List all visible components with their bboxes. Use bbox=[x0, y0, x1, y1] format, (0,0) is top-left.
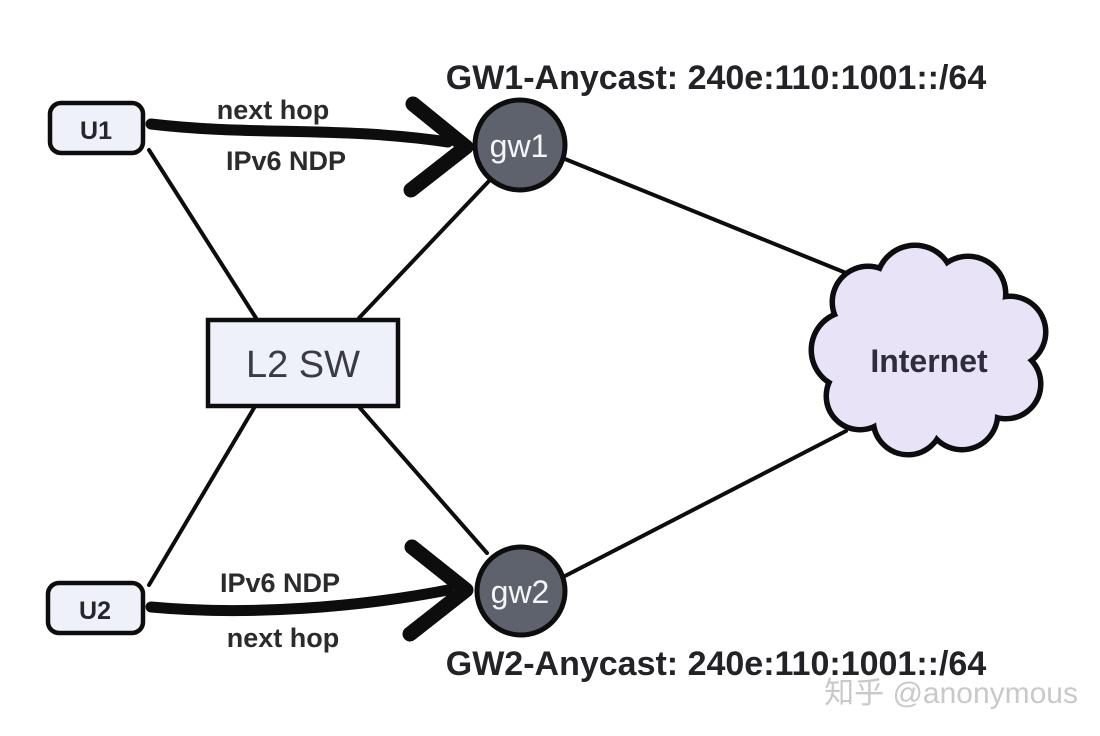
gw2-node bbox=[474, 544, 568, 638]
u2-label: U2 bbox=[79, 597, 111, 625]
l2sw-node bbox=[205, 317, 401, 409]
watermark: 知乎 @anonymous bbox=[824, 677, 1078, 710]
u2-node bbox=[45, 580, 146, 636]
arrow1-label-above: next hop bbox=[217, 95, 330, 125]
edge-gw1-internet bbox=[563, 157, 858, 279]
edge-u1-l2sw bbox=[147, 148, 258, 320]
internet-label: Internet bbox=[870, 343, 988, 379]
arrow2-label-above: IPv6 NDP bbox=[220, 568, 340, 598]
arrow-u1-gw1-head bbox=[403, 96, 474, 198]
edge-gw1-l2sw bbox=[357, 179, 491, 320]
gw1-anycast-title: GW1-Anycast: 240e:110:1001::/64 bbox=[446, 59, 987, 97]
arrow-u1-gw1-shaft bbox=[145, 118, 454, 148]
internet-node: Internet bbox=[808, 242, 1049, 458]
arrow-u2-gw2-shaft bbox=[145, 584, 454, 617]
ndp-arrows bbox=[145, 96, 474, 642]
edge-l2sw-u2 bbox=[147, 406, 256, 587]
u1-node bbox=[47, 100, 146, 156]
u1-label: U1 bbox=[80, 117, 112, 145]
arrow1-label-below: IPv6 NDP bbox=[226, 146, 346, 176]
l2sw-label: L2 SW bbox=[246, 344, 360, 386]
gw1-label: gw1 bbox=[490, 128, 549, 164]
gw1-node bbox=[472, 97, 568, 193]
edge-lines bbox=[147, 148, 858, 587]
arrow-u2-gw2-head bbox=[402, 539, 474, 642]
gw2-anycast-title: GW2-Anycast: 240e:110:1001::/64 bbox=[446, 645, 987, 683]
edge-gw2-internet bbox=[563, 429, 848, 578]
arrow2-label-below: next hop bbox=[227, 623, 340, 653]
edge-l2sw-gw2 bbox=[358, 406, 489, 555]
gw2-label: gw2 bbox=[491, 574, 550, 610]
